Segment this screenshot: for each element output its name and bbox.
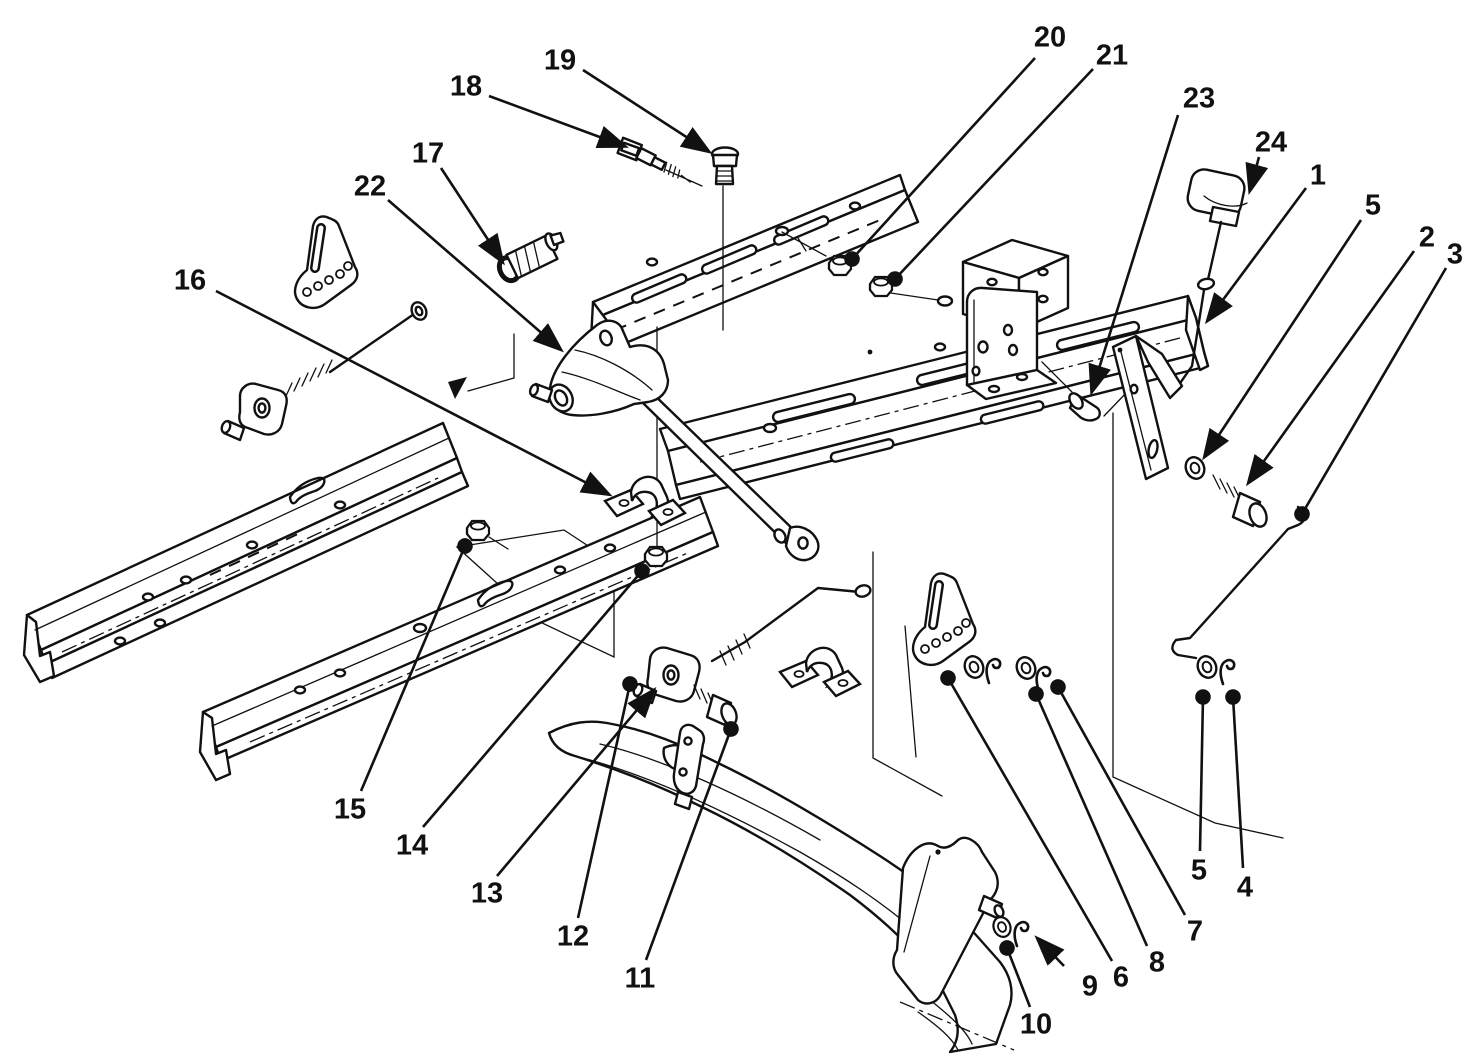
callout-9-leader [1034, 935, 1065, 967]
rod-trunnion-front [220, 301, 428, 442]
callout-15-label: 15 [334, 793, 366, 825]
callout-8-leader [1028, 686, 1149, 947]
callout-5b-leader [1195, 689, 1211, 852]
flange-nut-21 [868, 275, 894, 298]
hairpin-cotter-4 [1219, 658, 1236, 686]
callout-20-leader [844, 57, 1036, 267]
link-rod [710, 584, 872, 666]
callout-13-leader [496, 687, 657, 877]
callout-16-label: 16 [174, 264, 206, 296]
flat-washer-b [1012, 653, 1040, 683]
shift-rod-3 [1171, 505, 1307, 660]
flange-bolt-19 [710, 146, 740, 186]
callout-10-label: 10 [1020, 1008, 1052, 1040]
callout-3-label: 3 [1447, 238, 1463, 270]
callout-21-leader [887, 68, 1094, 287]
callout-15-leader [359, 538, 473, 792]
callout-18-label: 18 [450, 70, 482, 102]
callout-17-label: 17 [412, 137, 444, 169]
callout-12-label: 12 [557, 920, 589, 952]
callout-1-leader [1204, 187, 1308, 325]
callout-4-leader [1225, 689, 1245, 869]
callout-10-leader [999, 940, 1032, 1008]
callout-2-leader [1245, 250, 1416, 487]
callout-22-label: 22 [354, 170, 386, 202]
callout-1-label: 1 [1310, 159, 1326, 191]
callout-3-leader [1294, 267, 1448, 522]
spacer-bushing [1068, 392, 1101, 422]
hex-bolt-2 [1212, 474, 1268, 528]
callout-11-label: 11 [625, 962, 656, 994]
arm-pivot-bracket [672, 723, 706, 811]
callout-9-label: 9 [1082, 970, 1098, 1002]
seat-rail-left-upper [22, 421, 470, 684]
flat-washer-a [960, 652, 988, 682]
callout-22-leader [387, 199, 564, 353]
callout-6-leader [940, 670, 1114, 962]
callout-24-leader [1245, 156, 1269, 196]
callout-24-label: 24 [1255, 126, 1287, 158]
shoulder-bolt [616, 136, 691, 183]
callout-8-label: 8 [1149, 946, 1165, 978]
callout-4-label: 4 [1237, 871, 1253, 903]
extension-spring [496, 231, 565, 284]
callout-14-leader [422, 563, 650, 828]
hairpin-cotter-b [1035, 665, 1052, 693]
callout-7-label: 7 [1187, 915, 1203, 947]
hairpin-cotter-a [985, 657, 1002, 685]
lever-knob [1186, 168, 1248, 228]
hex-bolt-11 [693, 684, 738, 727]
callout-23-leader [1088, 114, 1180, 396]
callout-20-label: 20 [1034, 21, 1066, 53]
angle-bracket [965, 286, 1058, 401]
callout-19-label: 19 [544, 44, 576, 76]
callout-5a-leader [1202, 219, 1363, 461]
callout-11-leader [644, 721, 739, 961]
callout-13-label: 13 [471, 877, 503, 909]
callout-16-leader [215, 289, 613, 497]
seat-rail-right-lower [658, 294, 1210, 501]
seat-rail-left-lower [198, 495, 720, 782]
pivot-plate-left [295, 216, 357, 307]
callout-23-label: 23 [1183, 82, 1215, 114]
hairpin-cotter-d [1013, 920, 1030, 948]
callout-21-label: 21 [1096, 39, 1128, 71]
lock-nut-15 [465, 519, 491, 542]
callout-6-label: 6 [1113, 961, 1129, 993]
lower-mount-bracket [892, 836, 1005, 1005]
callout-18-leader [488, 94, 629, 148]
flat-washer-d [989, 913, 1015, 941]
callout-5b-label: 5 [1191, 854, 1207, 886]
callout-14-label: 14 [396, 829, 428, 861]
lock-nut-14 [643, 545, 669, 568]
callout-19-leader [582, 68, 713, 154]
callout-7-leader [1050, 679, 1187, 916]
flange-nut-20 [827, 254, 853, 277]
section-flag [448, 333, 515, 399]
flat-washer-5a [1181, 453, 1209, 483]
pivot-plate-right [913, 573, 975, 664]
seat-rail-right-upper [589, 173, 920, 351]
rod-clamp-rear [778, 646, 862, 698]
flat-washer-5b [1193, 652, 1221, 682]
rod-clamp-front [603, 475, 687, 527]
pivot-housing [528, 319, 820, 562]
callout-12-leader [576, 676, 638, 919]
callout-17-leader [439, 167, 505, 266]
callout-2-label: 2 [1419, 221, 1435, 253]
callout-5a-label: 5 [1365, 189, 1381, 221]
trunnion-lower [632, 646, 701, 705]
shift-lever [1111, 168, 1248, 481]
phantom-outline-right [872, 412, 1284, 839]
